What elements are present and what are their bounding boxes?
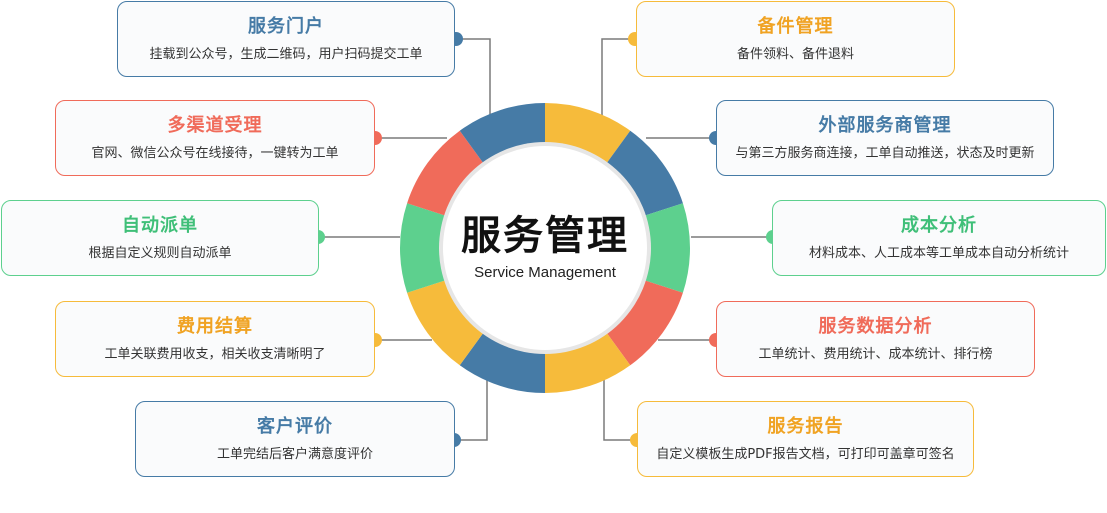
card-auto-dispatch: 自动派单 根据自定义规则自动派单 — [1, 200, 319, 276]
card-description: 工单完结后客户满意度评价 — [216, 447, 373, 462]
ring-segment — [459, 330, 545, 393]
connector-spare-parts — [601, 38, 635, 118]
ring-segment — [604, 279, 683, 366]
card-description: 官网、微信公众号在线接待，一键转为工单 — [91, 146, 339, 161]
center-title: 服务管理 — [461, 213, 629, 259]
center-subtitle: Service Management — [474, 264, 616, 281]
card-customer-review: 客户评价 工单完结后客户满意度评价 — [135, 401, 455, 477]
card-spare-parts: 备件管理 备件领料、备件退料 — [636, 1, 955, 77]
card-title: 备件管理 — [757, 16, 834, 37]
card-description: 自定义模板生成PDF报告文档，可打印可盖章可签名 — [656, 447, 955, 462]
card-description: 根据自定义规则自动派单 — [88, 246, 232, 261]
card-title: 外部服务商管理 — [818, 115, 952, 136]
card-title: 成本分析 — [901, 215, 977, 236]
card-description: 材料成本、人工成本等工单成本自动分析统计 — [808, 246, 1069, 261]
card-description: 工单关联费用收支，相关收支清晰明了 — [104, 347, 326, 362]
ring-segment — [400, 203, 448, 293]
ring-segment — [407, 279, 486, 366]
card-service-data-analysis: 服务数据分析 工单统计、费用统计、成本统计、排行榜 — [716, 301, 1035, 377]
center-disc — [443, 146, 647, 350]
connector-service-portal — [456, 38, 491, 118]
card-description: 挂载到公众号，生成二维码，用户扫码提交工单 — [149, 47, 423, 62]
card-service-portal: 服务门户 挂载到公众号，生成二维码，用户扫码提交工单 — [117, 1, 455, 77]
card-service-report: 服务报告 自定义模板生成PDF报告文档，可打印可盖章可签名 — [637, 401, 974, 477]
ring-segment — [604, 130, 683, 217]
ring-segment — [642, 203, 690, 293]
connector-lines — [318, 38, 773, 441]
card-cost-analysis: 成本分析 材料成本、人工成本等工单成本自动分析统计 — [772, 200, 1106, 276]
ring-segment — [545, 330, 631, 393]
connector-service-report — [603, 376, 637, 441]
card-title: 多渠道受理 — [167, 115, 263, 136]
ring-segment — [545, 103, 631, 166]
card-description: 工单统计、费用统计、成本统计、排行榜 — [758, 347, 993, 362]
card-title: 服务报告 — [767, 416, 844, 437]
card-multichannel-intake: 多渠道受理 官网、微信公众号在线接待，一键转为工单 — [55, 100, 375, 176]
connector-customer-review — [454, 376, 488, 441]
center-label: 服务管理 Service Management — [420, 170, 670, 310]
card-description: 与第三方服务商连接，工单自动推送，状态及时更新 — [735, 146, 1035, 161]
card-fee-settlement: 费用结算 工单关联费用收支，相关收支清晰明了 — [55, 301, 375, 377]
card-title: 服务门户 — [248, 16, 324, 37]
card-external-provider: 外部服务商管理 与第三方服务商连接，工单自动推送，状态及时更新 — [716, 100, 1054, 176]
ring-segment — [407, 130, 486, 217]
card-description: 备件领料、备件退料 — [736, 47, 854, 62]
card-title: 客户评价 — [257, 416, 333, 437]
card-title: 自动派单 — [122, 215, 198, 236]
card-title: 费用结算 — [177, 316, 253, 337]
card-title: 服务数据分析 — [818, 316, 933, 337]
service-ring — [400, 103, 690, 393]
ring-segment — [459, 103, 545, 166]
